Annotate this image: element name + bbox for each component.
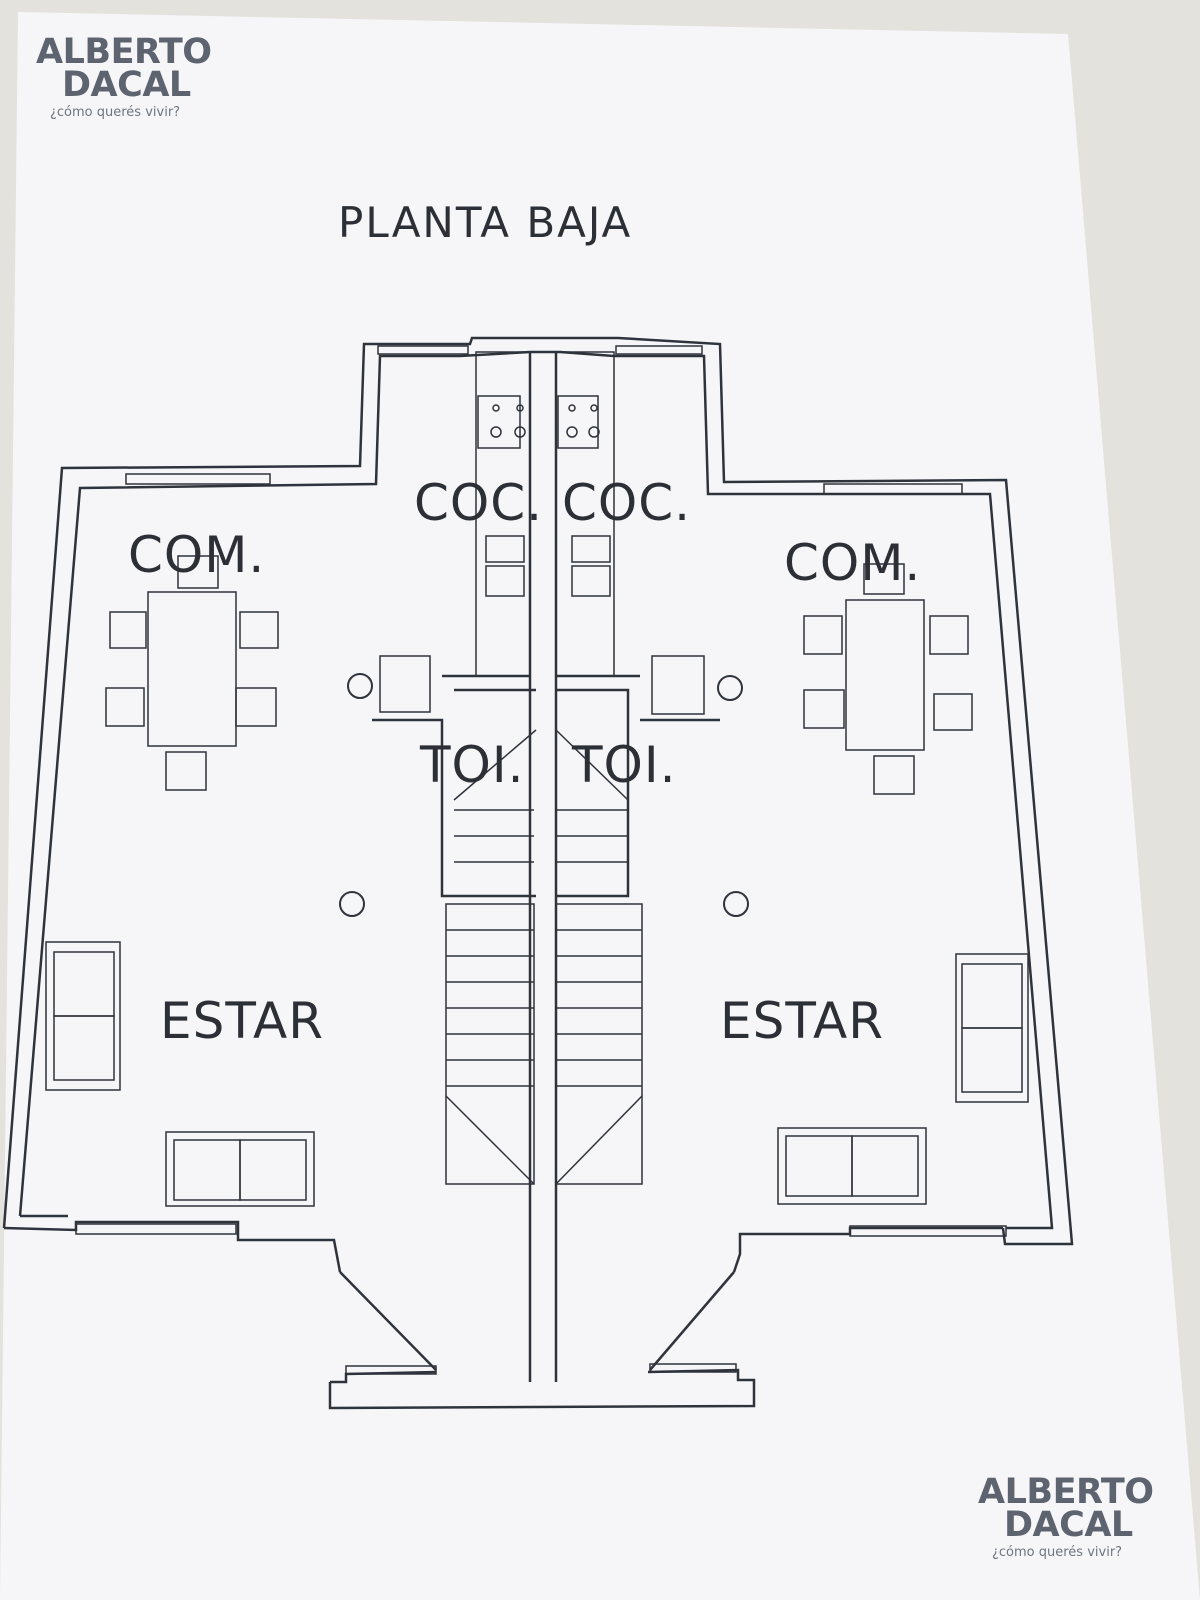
toilets — [372, 655, 720, 898]
sofas — [45, 941, 1029, 1207]
paper-sheet — [0, 12, 1200, 1600]
brand-name-line1: ALBERTO — [36, 32, 212, 72]
brand-name-line1: ALBERTO — [978, 1472, 1154, 1512]
staircases — [445, 809, 643, 1185]
room-label-dining-right: COM. — [784, 534, 922, 592]
room-label-living-left: ESTAR — [160, 992, 324, 1050]
windows — [75, 345, 1007, 1237]
room-label-living-right: ESTAR — [720, 992, 884, 1050]
columns — [339, 673, 749, 917]
brand-tagline: ¿cómo querés vivir? — [992, 1545, 1123, 1560]
brand-name-line2: DACAL — [62, 65, 191, 105]
dining-tables — [105, 555, 973, 795]
room-label-toilet-left: TOI. — [420, 736, 525, 794]
room-label-kitchen-left: COC. — [414, 474, 544, 532]
room-label-dining-left: COM. — [128, 526, 266, 584]
brand-name-line2: DACAL — [1004, 1505, 1133, 1545]
brand-logo-bottom: ALBERTO DACAL ¿cómo querés vivir? — [978, 1472, 1154, 1561]
brand-tagline: ¿cómo querés vivir? — [50, 105, 181, 120]
front-entrance — [328, 1271, 756, 1410]
room-label-kitchen-right: COC. — [562, 474, 692, 532]
brand-logo: ALBERTO DACAL ¿cómo querés vivir? — [36, 32, 212, 121]
room-label-toilet-right: TOI. — [572, 736, 677, 794]
plan-title: PLANTA BAJA — [338, 198, 633, 247]
